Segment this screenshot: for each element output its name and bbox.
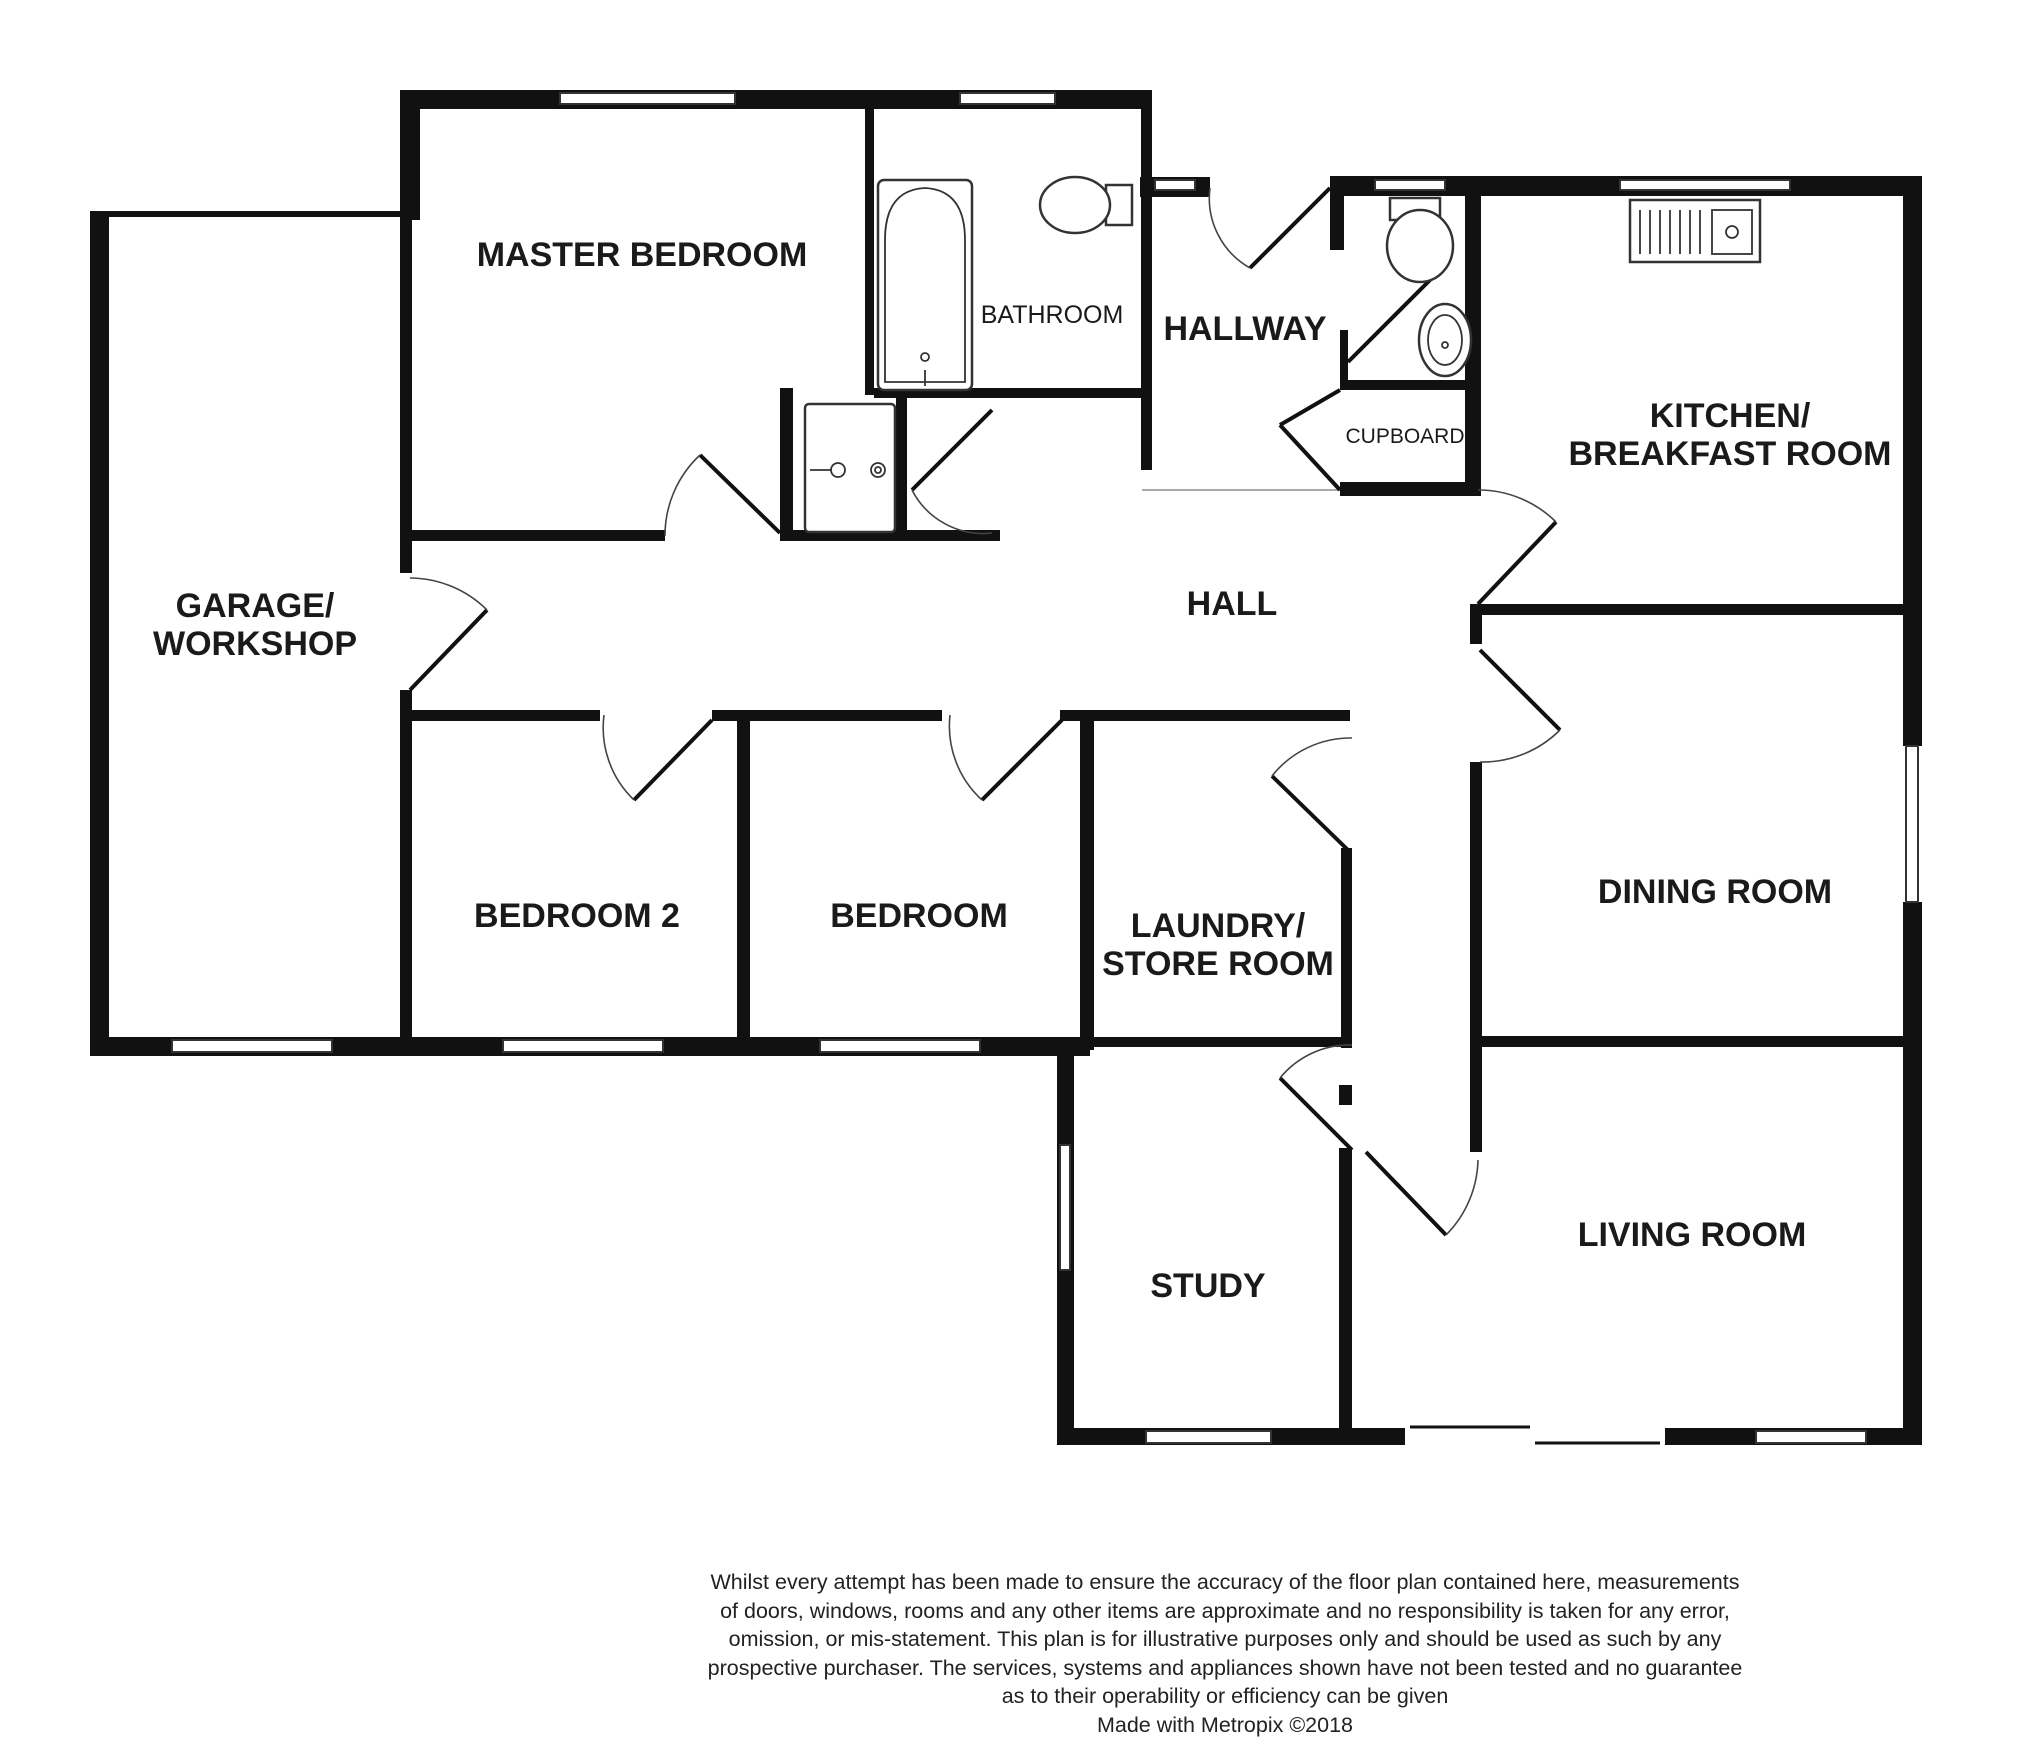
window-dining-right	[1906, 746, 1918, 902]
laundry-right-wall	[1341, 848, 1352, 1048]
disclaimer-line-3: omission, or mis-statement. This plan is…	[600, 1625, 1850, 1654]
window-master-top	[560, 93, 735, 104]
door-master-bedroom	[665, 455, 780, 536]
label-bedroom: BEDROOM	[830, 897, 1008, 935]
shower-tray-icon	[805, 404, 895, 532]
kitchen-bottom-wall	[1470, 604, 1922, 615]
door-garage	[410, 578, 487, 690]
window-garage-bottom	[172, 1040, 332, 1052]
window-living-bottom	[1756, 1431, 1866, 1443]
door-bedroom2	[603, 715, 712, 800]
label-laundry-line1: LAUNDRY/	[1131, 907, 1306, 945]
toilet-icon-wc	[1387, 198, 1453, 282]
hall-bottom-wall-b	[712, 710, 942, 721]
label-garage-line1: GARAGE/	[176, 587, 335, 625]
laundry-bottom-wall	[1080, 1037, 1350, 1047]
ensuite-left-wall	[780, 388, 793, 541]
hall-bottom-wall-c	[1060, 710, 1350, 721]
garage-wall-right-lower	[400, 690, 412, 1056]
cupboard-top-wall	[1340, 380, 1481, 390]
window-bedroom2-bottom	[503, 1040, 663, 1052]
label-living-room: LIVING ROOM	[1578, 1216, 1807, 1254]
disclaimer-line-2: of doors, windows, rooms and any other i…	[600, 1597, 1850, 1626]
label-garage-line2: WORKSHOP	[153, 625, 357, 663]
master-bottom-wall	[412, 530, 665, 541]
door-ensuite	[912, 410, 992, 533]
label-bathroom: BATHROOM	[981, 301, 1124, 329]
door-kitchen	[1478, 490, 1556, 604]
garage-wall-left	[90, 211, 109, 1056]
dining-bottom-wall	[1470, 1036, 1922, 1047]
door-laundry	[1272, 738, 1352, 852]
window-study-left	[1060, 1145, 1070, 1270]
label-kitchen-line2: BREAKFAST ROOM	[1569, 435, 1892, 473]
label-cupboard: CUPBOARD	[1345, 425, 1464, 448]
garage-wall-right-upper	[400, 211, 412, 573]
garage-wall-top	[90, 211, 403, 217]
label-laundry-line2: STORE ROOM	[1102, 945, 1334, 983]
label-hall: HALL	[1187, 585, 1278, 623]
window-bedroom-bottom	[820, 1040, 980, 1052]
cupboard-bottom-wall	[1340, 482, 1481, 496]
label-study: STUDY	[1150, 1267, 1266, 1305]
window-wc-top	[1375, 180, 1445, 190]
dining-left-wall-lower	[1470, 762, 1482, 1152]
label-hallway: HALLWAY	[1163, 310, 1326, 348]
disclaimer-line-1: Whilst every attempt has been made to en…	[600, 1568, 1850, 1597]
bedroom2-right-wall	[737, 720, 750, 1050]
label-dining-room: DINING ROOM	[1598, 873, 1832, 911]
bathroom-right-wall	[1141, 90, 1152, 470]
study-right-wall	[1339, 1148, 1352, 1445]
cupboard-right-wall	[1470, 380, 1481, 496]
window-hallway-top	[1155, 180, 1195, 190]
dining-left-wall	[1470, 604, 1482, 644]
label-master-bedroom: MASTER BEDROOM	[477, 236, 808, 274]
hall-bottom-wall-a	[400, 710, 600, 721]
basin-icon-wc	[1419, 304, 1471, 376]
laundry-left-wall	[1080, 720, 1094, 1050]
door-front-hallway	[1209, 188, 1330, 268]
door-dining	[1480, 650, 1560, 762]
hallway-porch-wall	[1195, 177, 1210, 192]
toilet-icon-bathroom	[1040, 177, 1132, 233]
ensuite-right-wall	[896, 388, 907, 541]
wc-left-wall	[1330, 176, 1344, 250]
door-bedroom	[949, 715, 1062, 800]
disclaimer-line-5: as to their operability or efficiency ca…	[600, 1682, 1850, 1711]
master-divider-wall	[865, 90, 874, 395]
bathtub-icon	[878, 180, 972, 390]
door-living	[1366, 1152, 1478, 1235]
study-right-wall-upper	[1339, 1085, 1352, 1105]
label-bedroom2: BEDROOM 2	[474, 897, 680, 935]
master-left-wall	[400, 90, 420, 220]
window-bathroom-top	[960, 93, 1055, 104]
label-kitchen-line1: KITCHEN/	[1650, 397, 1811, 435]
right-wall-kitchen	[1903, 176, 1922, 746]
disclaimer-credit: Made with Metropix ©2018	[600, 1711, 1850, 1739]
door-cupboard	[1280, 390, 1340, 490]
kitchen-sink-icon	[1630, 200, 1760, 262]
right-wall-dining-living	[1903, 902, 1922, 1445]
window-kitchen-top	[1620, 180, 1790, 190]
disclaimer: Whilst every attempt has been made to en…	[600, 1568, 1850, 1739]
disclaimer-line-4: prospective purchaser. The services, sys…	[600, 1654, 1850, 1683]
window-study-bottom	[1146, 1431, 1271, 1443]
